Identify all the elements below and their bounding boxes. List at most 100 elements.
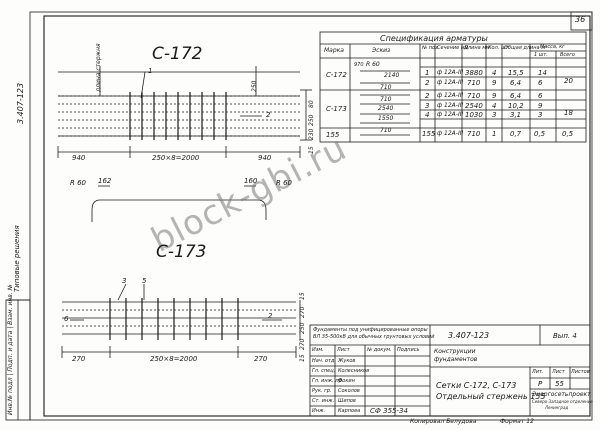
spec-row-1-length: 710 (467, 79, 481, 87)
spec-row-2-length: 710 (467, 92, 481, 100)
mesh-c172-side-dim-3: 15 (308, 146, 315, 154)
tb-stage: Р (538, 380, 543, 388)
spec-row-0-mass1: 14 (538, 69, 547, 77)
mesh-c172-span: 250×8=2000 (152, 154, 200, 162)
mesh-c173-pos-3: 3 (122, 277, 127, 285)
spec-row-5-pos: 155 (422, 130, 436, 138)
tb-signer-4-name: Шипов (338, 398, 356, 404)
spec-row-5-section: ф 12А-III (437, 130, 464, 137)
mesh-c172-side-dim-0: 80 (308, 100, 315, 108)
mesh-c172-vlabel: длина стержня (95, 43, 102, 92)
bar-r-right: R 60 (276, 179, 292, 187)
spec-row-1-total: 6,4 (510, 79, 522, 87)
tb-org-1: Энергосетьпроект (532, 391, 591, 398)
spec-row-1-mass1: 6 (538, 79, 543, 87)
mesh-c172-pos-1: 1 (148, 67, 153, 75)
tb-desc-2: ВЛ 35-500кВ для обычных грунтовых услови… (313, 334, 435, 340)
mesh-c173-left-margin: 270 (72, 355, 86, 363)
spec-row-2-mass1: 6 (538, 92, 543, 100)
spec-row-0-section: ф 12А-III (437, 69, 464, 76)
mesh-c173-side-dim-0: 15 (299, 292, 306, 300)
spec-row-0-sketch-side: 970 (354, 62, 364, 68)
spec-h-sketch: Эскиз (372, 47, 391, 54)
tb-desc-1: Фундаменты под унифицированные опоры (313, 327, 428, 333)
mesh-c173-side-dim-2: 250 (299, 322, 306, 334)
spec-row-0-length: 3880 (465, 69, 483, 77)
spec-row-2-sketch: 710 (380, 96, 392, 103)
tb-stage-header: Лит. (532, 369, 544, 375)
mesh-c173-side-dim-3: 270 (299, 338, 306, 350)
spec-row-4-count: 3 (492, 111, 497, 119)
tb-signer-1-name: Колесников (338, 368, 370, 374)
page-number: 36 (575, 15, 586, 24)
mesh-c173-drawing (61, 283, 301, 358)
spec-row-4-mass1: 3 (538, 111, 543, 119)
tb-desc-4: фундаментов (434, 356, 478, 363)
spec-row-5-total-mass: 0,5 (562, 130, 574, 138)
mesh-c172-title: С-172 (152, 44, 203, 64)
spec-row-4-sketch: 1550 (378, 115, 394, 122)
spec-row-1-sketch: 710 (380, 84, 392, 91)
spec-row-0-sketch-a: R 60 (366, 61, 380, 68)
tb-signers-h-2: № докум. (367, 347, 392, 353)
spec-row-3-pos: 3 (425, 102, 430, 110)
binding-stamp: Типовые решения (13, 225, 21, 292)
spec-row-0-count: 4 (492, 69, 497, 77)
mesh-c173-side-dim-1: 270 (299, 306, 306, 318)
mesh-c172-right-height: 250 (251, 80, 258, 92)
spec-row-3-section: ф 12А-III (437, 102, 464, 109)
tb-signer-2-name: Фокин (338, 378, 355, 384)
bar-detail-drawing (91, 185, 267, 222)
spec-row-3-total: 10,2 (508, 102, 524, 110)
mesh-c173-side-dim-4: 15 (299, 354, 306, 362)
tb-sheet: 55 (555, 380, 564, 388)
outer-frame (29, 11, 593, 421)
spec-h-mass-1: 1 шт. (534, 52, 548, 58)
spec-row-5-count: 1 (492, 130, 497, 138)
format-label: Формат 12 (500, 418, 534, 425)
tb-org-3: Ленинград (545, 405, 569, 410)
tb-signer-5-name: Карпова (338, 408, 361, 414)
spec-row-2-total: 6,4 (510, 92, 522, 100)
spec-row-5-sketch: 710 (380, 127, 392, 134)
mesh-c172-side-dim-2: 230 (308, 128, 315, 140)
tb-signer-5-role: Инж. (312, 408, 326, 414)
bar-right-top: 160 (244, 177, 258, 185)
tb-signers-h-1: Лист (337, 347, 350, 353)
mesh-c173-pos-2: 2 (268, 312, 273, 320)
tb-signer-4-role: Ст. инж. (312, 398, 335, 404)
mesh-c172-side-dim-1: 250 (308, 114, 315, 126)
mesh-c173-title: С-173 (156, 242, 207, 262)
spec-h-mass-group: Масса, кг (540, 44, 565, 50)
spec-row-3-mass1: 9 (538, 102, 543, 110)
spec-row-5-length: 710 (467, 130, 481, 138)
spec-row-2-mark: С-173 (326, 105, 347, 113)
tb-signer-1-role: Гл. спец. (312, 368, 336, 374)
tb-signer-0-name: Жуков (338, 358, 356, 364)
tb-signer-2-role: Гл. инж. пр. (312, 378, 344, 384)
spec-row-0-mark: С-172 (326, 71, 347, 79)
spec-table-lines (319, 31, 587, 143)
spec-row-5-total: 0,7 (510, 130, 522, 138)
mesh-c173-pos-5: 5 (142, 277, 147, 285)
mesh-c172-drawing (57, 66, 312, 158)
tb-sheets-header: Листов (571, 369, 590, 375)
spec-h-mass-total: Всего (560, 52, 575, 58)
title-block-lines (309, 324, 591, 417)
spec-row-3-count: 4 (492, 102, 497, 110)
spec-row-5-mark: 155 (326, 131, 340, 139)
spec-row-2-total-mass: 18 (564, 109, 573, 117)
spec-row-3-length: 2540 (465, 102, 483, 110)
mesh-c172-right-margin: 940 (258, 154, 272, 162)
spec-row-2-count: 9 (492, 92, 497, 100)
spec-h-pos: № поз. (422, 45, 440, 51)
tb-signers-h-0: Изм. (312, 347, 324, 353)
spec-row-0-pos: 1 (425, 69, 430, 77)
tb-issue: Вып. 4 (553, 332, 577, 340)
spec-row-1-pos: 2 (425, 79, 430, 87)
mesh-c172-pos-2: 2 (266, 111, 271, 119)
bottom-code: СФ 355-34 (370, 407, 408, 415)
spec-h-count: Кол. шт. (488, 45, 511, 51)
